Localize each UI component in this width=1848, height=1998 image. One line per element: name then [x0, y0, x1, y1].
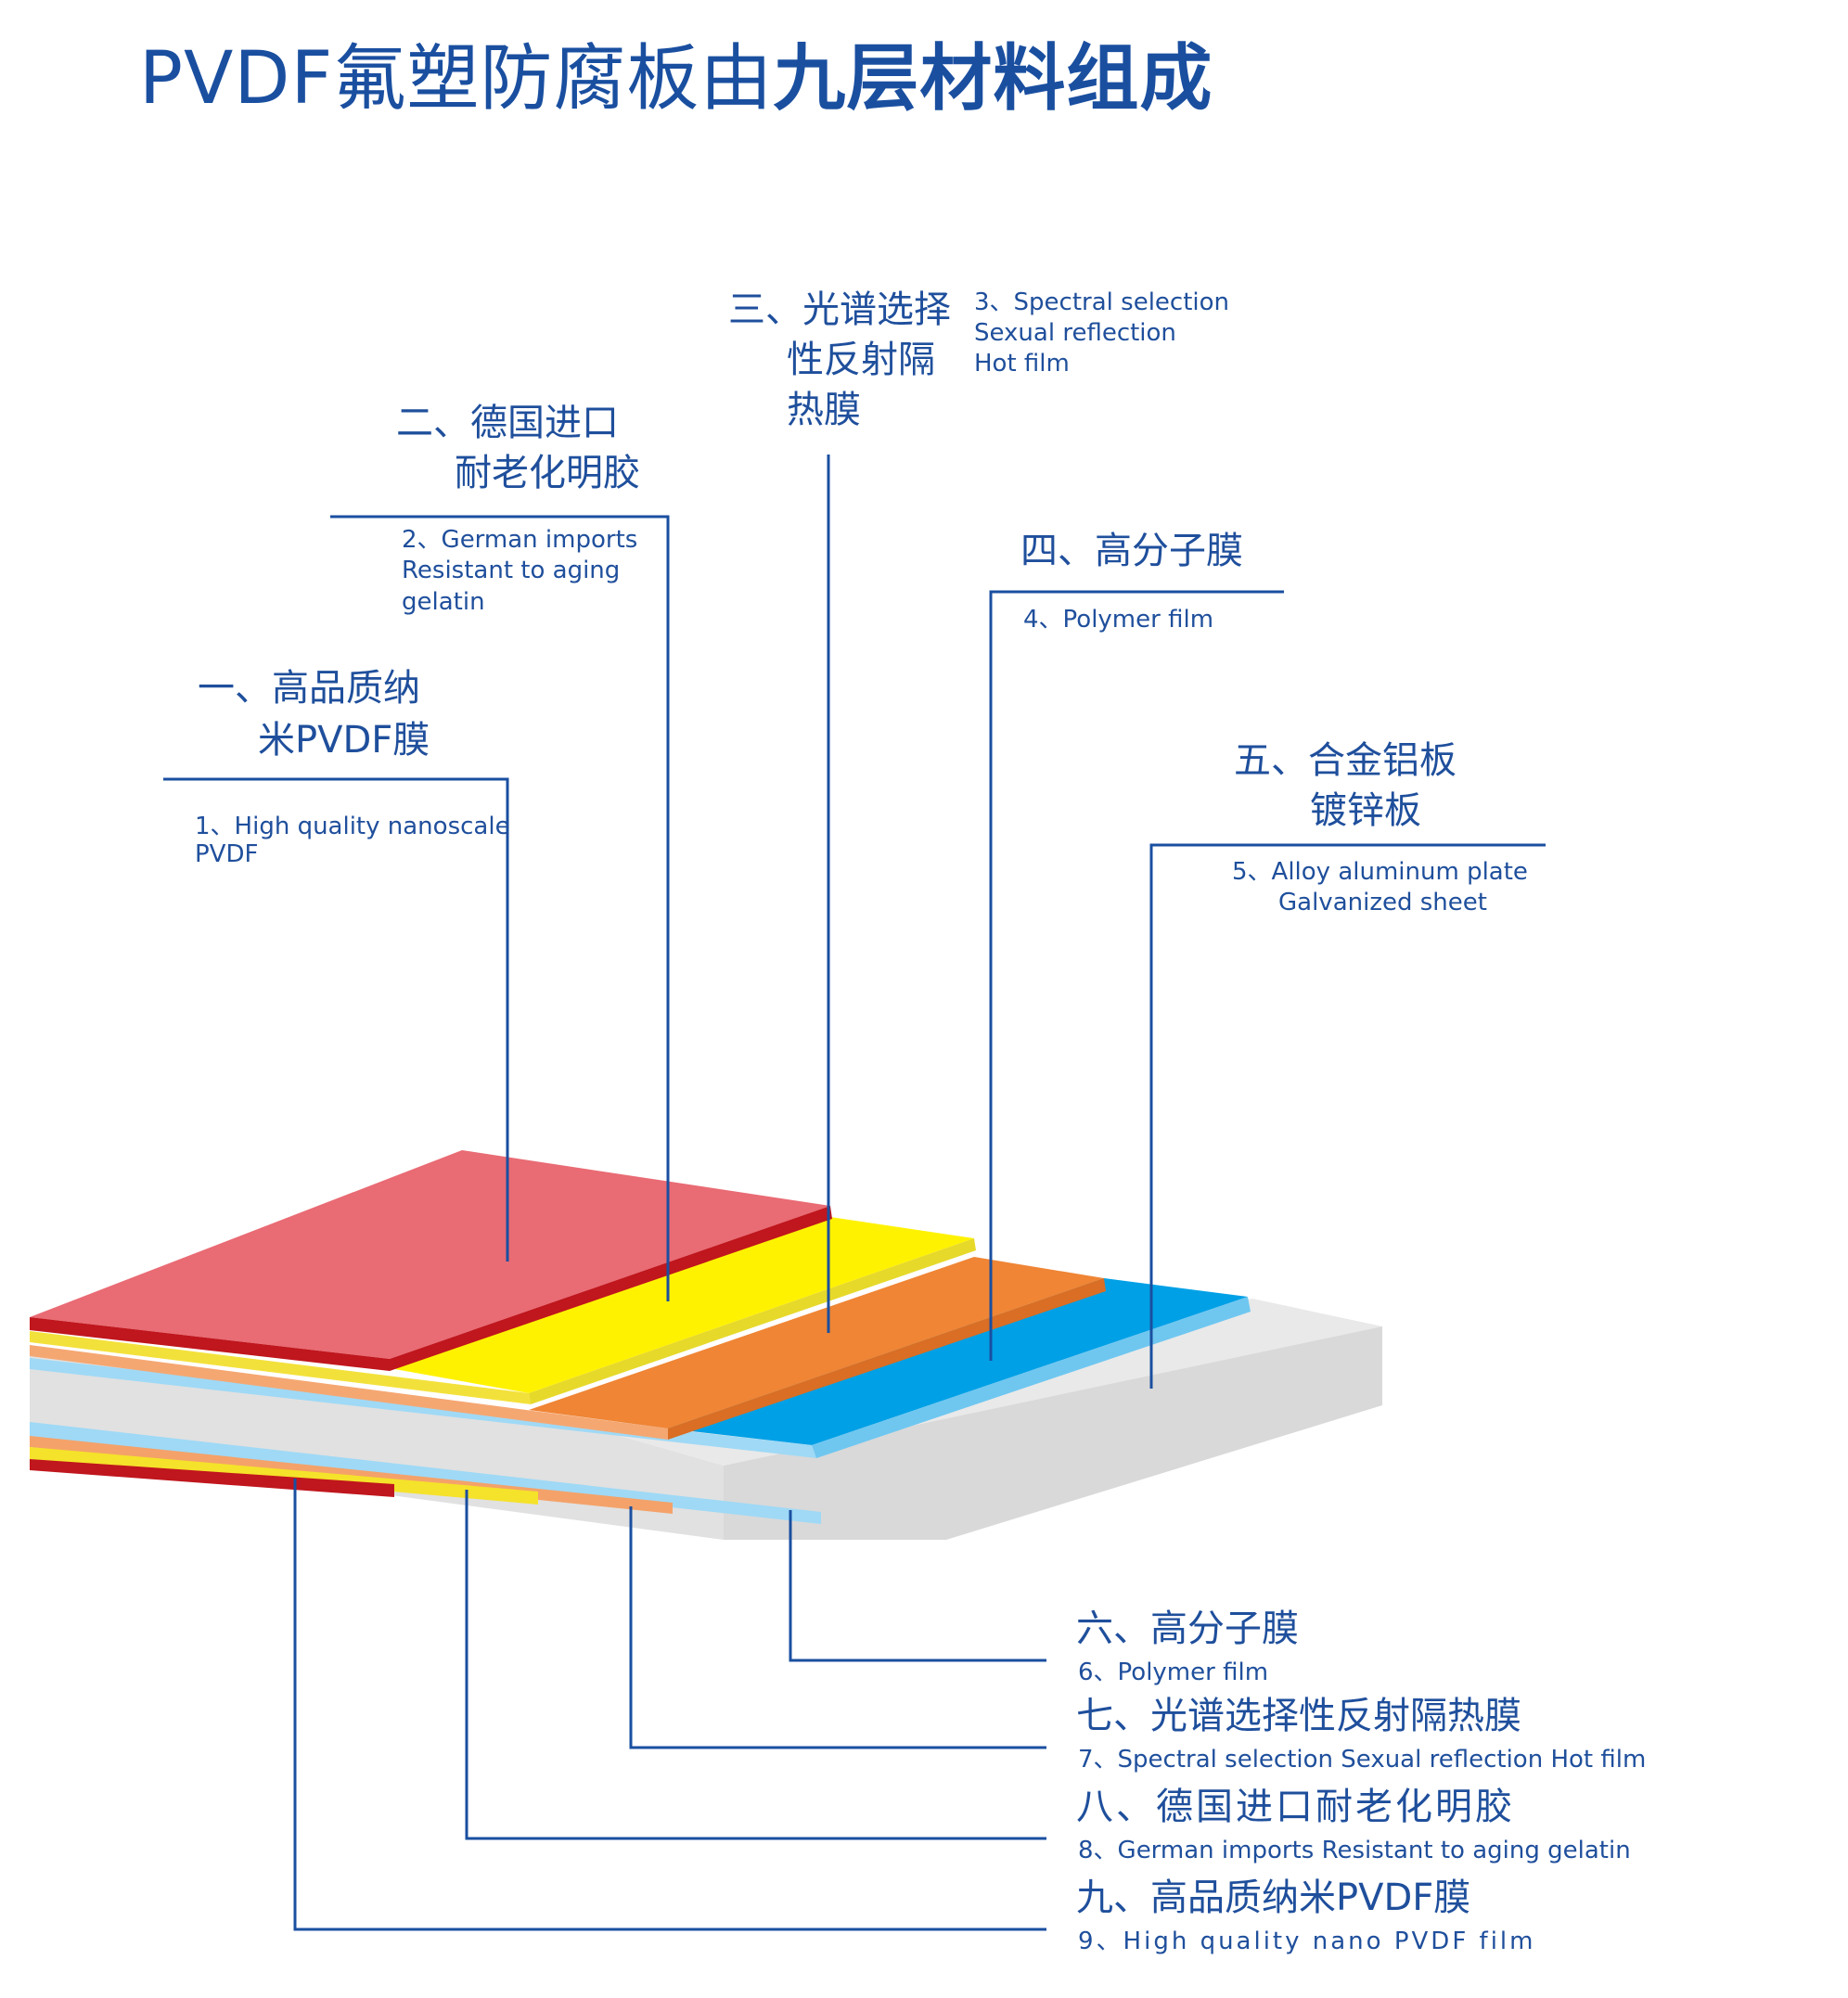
layer3-cn-line3: 热膜	[787, 389, 861, 431]
layer1-cn-line2: 米PVDF膜	[258, 719, 430, 762]
layer8-cn-line1: 八、德国进口耐老化明胶	[1076, 1786, 1515, 1828]
leader-line-7	[629, 1506, 1046, 1749]
bottom-leader-lines	[293, 1479, 1046, 1931]
layer6-cn-line1: 六、高分子膜	[1076, 1607, 1299, 1650]
layer2-en-line3: gelatin	[402, 588, 485, 616]
layer1-cn-line1: 一、高品质纳	[198, 667, 420, 710]
reflective-film-edge	[30, 1345, 668, 1440]
layer5-cn-line2: 镀锌板	[1310, 789, 1421, 832]
layer3-en-line3: Hot film	[974, 350, 1070, 378]
layer1-en-line2: PVDF	[195, 840, 259, 868]
layer6-en-line1: 6、Polymer film	[1078, 1659, 1269, 1686]
reflective-film-top	[529, 1257, 1104, 1428]
polymer-film-top	[668, 1278, 1248, 1445]
pvdf-film-top	[30, 1150, 830, 1359]
layer1-en-line1: 1、High quality nanoscale	[195, 813, 510, 840]
layer2-en-line2: Resistant to aging	[402, 557, 621, 584]
gelatin-side	[529, 1238, 976, 1404]
leader-line-4	[989, 590, 1284, 1361]
title-bold: 九层材料组成	[773, 37, 1213, 121]
leader-line-1	[163, 777, 509, 1262]
layer7-cn-line1: 七、光谱选择性反射隔热膜	[1076, 1695, 1521, 1737]
title-regular: PVDF氟塑防腐板由	[139, 37, 774, 121]
reflective-film-side	[668, 1278, 1106, 1440]
layer3-en-line2: Sexual reflection	[974, 319, 1176, 347]
pvdf-film-edge	[30, 1317, 390, 1371]
layer4-cn-line1: 四、高分子膜	[1020, 530, 1243, 572]
layer2-cn-line2: 耐老化明胶	[455, 452, 640, 494]
leader-line-2	[330, 515, 670, 1301]
pvdf-film-side	[390, 1206, 832, 1371]
layer2-en-line1: 2、German imports	[402, 526, 638, 554]
bottom-gelatin-edge	[30, 1447, 538, 1505]
layer8-en-line1: 8、German imports Resistant to aging gela…	[1078, 1837, 1631, 1864]
layer3-cn-line2: 性反射隔	[787, 339, 935, 381]
polymer-film-side	[812, 1297, 1251, 1458]
leader-line-5	[1149, 843, 1546, 1389]
gelatin-edge	[30, 1331, 531, 1404]
layer5-cn-line1: 五、合金铝板	[1234, 739, 1457, 782]
layer4-en-line1: 4、Polymer film	[1023, 606, 1214, 634]
layer3-cn-line1: 三、光谱选择	[728, 288, 951, 331]
leader-line-9	[293, 1479, 1046, 1931]
top-leader-lines	[163, 455, 1546, 1389]
layer9-cn-line1: 九、高品质纳米PVDF膜	[1076, 1876, 1471, 1919]
bottom-pvdf-film-edge	[30, 1459, 394, 1497]
page-title: PVDF氟塑防腐板由九层材料组成	[139, 20, 1213, 124]
leader-line-6	[789, 1510, 1046, 1662]
layer2-cn-line1: 二、德国进口	[396, 402, 619, 444]
layer9-en-line1: 9、High quality nano PVDF film	[1078, 1928, 1536, 1955]
alloy-plate-side	[724, 1326, 1382, 1540]
layer7-en-line1: 7、Spectral selection Sexual reflection H…	[1078, 1746, 1647, 1774]
leader-line-8	[465, 1490, 1046, 1840]
layer5-en-line2: Galvanized sheet	[1278, 889, 1487, 916]
layer3-en-line1: 3、Spectral selection	[974, 288, 1230, 316]
layer5-en-line1: 5、Alloy aluminum plate	[1232, 858, 1528, 886]
